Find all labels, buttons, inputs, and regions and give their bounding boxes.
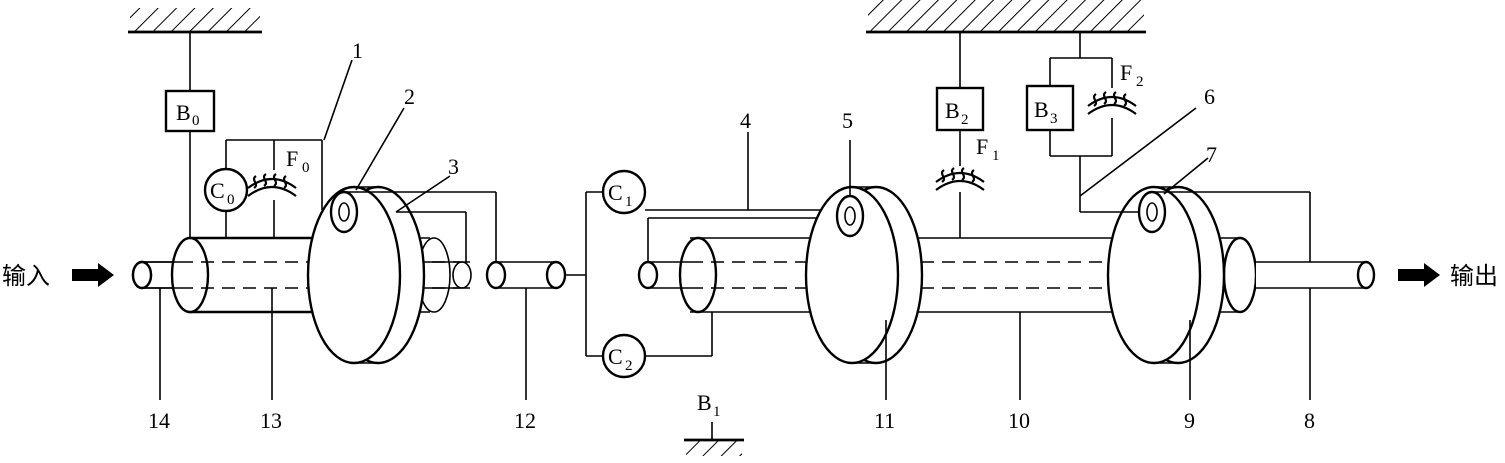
part-number-7: 7 — [1206, 142, 1217, 167]
part-number-8: 8 — [1304, 408, 1315, 433]
part-number-6: 6 — [1204, 84, 1215, 109]
part-numbers: 1 2 3 4 5 6 7 8 9 10 11 12 13 14 — [148, 38, 1315, 433]
b2-sub: 2 — [961, 112, 969, 128]
c1-letter: C — [608, 180, 623, 205]
part-number-11: 11 — [874, 408, 895, 433]
f2-letter: F — [1120, 60, 1132, 85]
brake-b3: B 3 F 2 — [1025, 32, 1144, 213]
f1-sub: 1 — [992, 148, 1000, 164]
part-number-5: 5 — [842, 108, 853, 133]
ground-right — [866, 0, 1146, 34]
part-number-10: 10 — [1008, 408, 1030, 433]
part-number-1: 1 — [352, 38, 363, 63]
gear-set-right — [1106, 185, 1311, 400]
f0-letter: F — [286, 146, 298, 171]
leader-lines — [159, 59, 1209, 400]
f2-sub: 2 — [1136, 74, 1144, 90]
input-arrow-icon — [72, 263, 114, 287]
input-indicator: 输入 — [2, 263, 114, 290]
brake-b1: B 1 — [697, 312, 721, 440]
part-number-13: 13 — [260, 408, 282, 433]
b0-letter: B — [176, 100, 191, 125]
c0-letter: C — [210, 178, 225, 203]
c2-letter: C — [608, 344, 623, 369]
b1-letter: B — [697, 390, 712, 415]
brake-b0: B 0 — [164, 32, 216, 238]
clutch-c1-c2: C 1 C 2 — [585, 169, 848, 379]
f0-sub: 0 — [302, 160, 310, 176]
ground-left — [128, 8, 262, 34]
part-number-4: 4 — [740, 108, 751, 133]
b3-sub: 3 — [1050, 111, 1058, 127]
part-number-2: 2 — [404, 84, 415, 109]
clutch-c0-frame: C 0 F 0 — [203, 139, 332, 238]
gear-set-left — [306, 185, 496, 365]
b3-letter: B — [1034, 97, 1049, 122]
input-label: 输入 — [2, 263, 50, 290]
c2-sub: 2 — [625, 358, 633, 374]
b2-letter: B — [945, 98, 960, 123]
c0-sub: 0 — [227, 192, 235, 208]
ground-bottom — [684, 438, 744, 456]
shaft-8 — [1256, 260, 1376, 290]
b1-sub: 1 — [713, 404, 721, 420]
gear-set-middle — [804, 140, 924, 365]
output-label: 输出 — [1450, 263, 1498, 290]
part-number-14: 14 — [148, 408, 170, 433]
part-number-3: 3 — [448, 154, 459, 179]
c1-sub: 1 — [625, 194, 633, 210]
output-indicator: 输出 — [1398, 263, 1498, 290]
part-number-12: 12 — [514, 408, 536, 433]
f1-letter: F — [976, 134, 988, 159]
output-arrow-icon — [1398, 263, 1440, 287]
part-number-9: 9 — [1184, 408, 1195, 433]
shaft-12 — [485, 260, 586, 290]
brake-b2: B 2 F 1 — [934, 32, 1000, 238]
b0-sub: 0 — [192, 113, 200, 129]
